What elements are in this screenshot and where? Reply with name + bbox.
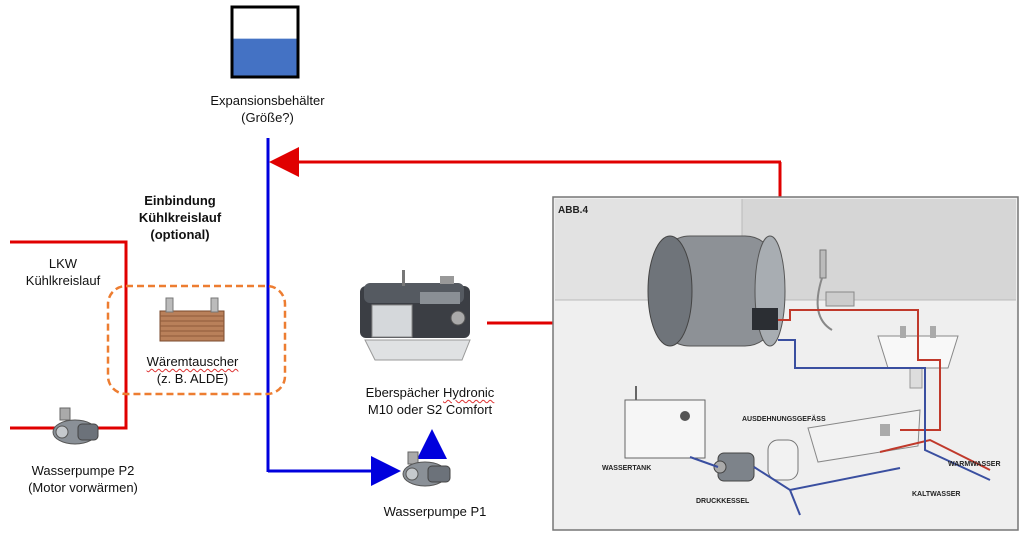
heater-model: Hydronic [443,385,495,400]
coupling-line3: (optional) [150,227,210,242]
truck-circuit-label: LKW Kühlkreislauf [8,255,118,289]
heater-name: Eberspächer Hydronic [345,384,515,401]
heater-variant: M10 oder S2 Comfort [367,402,493,417]
heat-exchanger-dashed-box [106,284,287,396]
heat-exchanger-example: (z. B. ALDE) [156,371,229,386]
heater-brand: Eberspächer [365,385,440,400]
truck-circuit-line1: LKW [48,256,78,271]
coupling-line2: Kühlkreislauf [138,210,222,225]
coupling-label: Einbindung Kühlkreislauf (optional) [115,192,245,243]
pump-p2-label: Wasserpumpe P2 (Motor vorwärmen) [8,462,158,496]
pump-p1-label: Wasserpumpe P1 [383,504,487,519]
pump-p2-purpose: (Motor vorwärmen) [28,480,138,495]
heater-label: Eberspächer Hydronic M10 oder S2 Comfort [345,384,515,418]
heat-exchanger-word: Wäremtauscher [146,354,239,369]
coupling-line1: Einbindung [144,193,216,208]
truck-circuit-line2: Kühlkreislauf [25,273,101,288]
heat-exchanger-label: Wäremtauscher (z. B. ALDE) [125,353,260,387]
expansion-tank-label: Expansionsbehälter (Größe?) [195,92,340,126]
heat-exchanger-name: Wäremtauscher [125,353,260,370]
truck-circuit-line [10,240,128,430]
expansion-tank-title: Expansionsbehälter [210,93,325,108]
expansion-tank-size: (Größe?) [241,110,294,125]
pump-p2-title: Wasserpumpe P2 [31,463,135,478]
